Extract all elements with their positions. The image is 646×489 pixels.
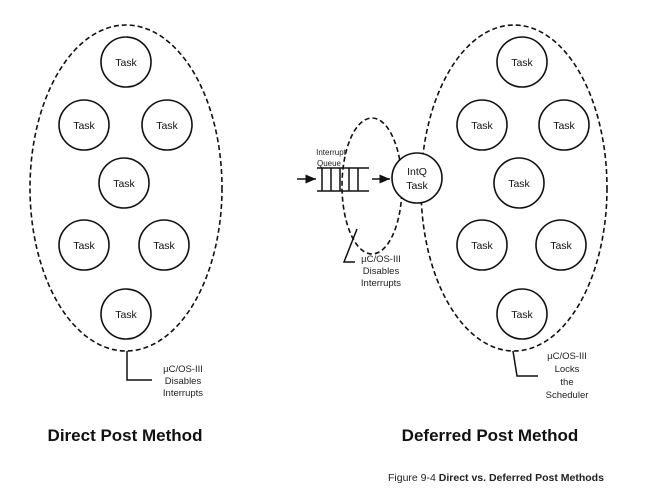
deferred-task-node: Task [496,36,548,88]
direct-task-label: Task [73,120,95,132]
deferred-interrupt-note-leader [342,228,358,263]
direct-method-title: Direct Post Method [48,426,203,445]
scheduler-note-line-2: Locks [555,364,580,375]
scheduler-note-line-3: the [560,377,573,388]
direct-task-label: Task [115,309,137,321]
figure-caption-prefix: Figure 9-4 [388,472,436,484]
deferred-task-label: Task [550,240,572,252]
intq-task-label-1: IntQ [407,166,427,178]
deferred-task-node: Task [535,219,587,271]
intq-task-label-2: Task [406,180,428,192]
direct-task-node: Task [100,288,152,340]
direct-note-line-3: Interrupts [163,388,203,399]
intq-task-node: IntQ Task [391,152,443,204]
interrupt-queue: Interrupt Queue [297,148,390,192]
deferred-task-label: Task [511,309,533,321]
deferred-task-circle [496,288,548,340]
deferred-task-label: Task [471,240,493,252]
deferred-interrupt-note-line-2: Disables [363,266,400,277]
direct-note-leader [126,351,152,381]
queue-label-line-2: Queue [317,159,342,168]
direct-note-line-2: Disables [165,376,202,387]
figure-caption: Figure 9-4 Direct vs. Deferred Post Meth… [388,472,604,484]
direct-note-line-1: µC/OS-III [163,364,203,375]
scheduler-note-line-1: µC/OS-III [547,351,587,362]
deferred-method-title: Deferred Post Method [402,426,579,445]
direct-task-node: Task [100,36,152,88]
deferred-task-label: Task [511,57,533,69]
deferred-task-circle [535,219,587,271]
direct-task-circle [100,288,152,340]
direct-task-label: Task [113,178,135,190]
deferred-task-node: Task [493,157,545,209]
direct-task-circle [58,99,110,151]
direct-interrupt-boundary [29,24,223,352]
direct-task-node: Task [138,219,190,271]
direct-task-label: Task [156,120,178,132]
direct-task-label: Task [73,240,95,252]
scheduler-note-line-4: Scheduler [546,390,589,401]
deferred-task-circle [538,99,590,151]
direct-task-node: Task [98,157,150,209]
deferred-interrupt-note-line-1: µC/OS-III [361,254,401,265]
deferred-task-node: Task [538,99,590,151]
deferred-task-label: Task [508,178,530,190]
deferred-task-node: Task [496,288,548,340]
deferred-task-label: Task [553,120,575,132]
deferred-task-circle [456,99,508,151]
direct-task-circle [141,99,193,151]
deferred-task-node: Task [456,219,508,271]
figure-caption-title: Direct vs. Deferred Post Methods [439,472,604,484]
direct-task-circle [100,36,152,88]
direct-task-circle [58,219,110,271]
direct-task-node: Task [58,219,110,271]
deferred-task-node: Task [456,99,508,151]
direct-task-label: Task [153,240,175,252]
direct-task-node: Task [58,99,110,151]
deferred-task-circle [456,219,508,271]
deferred-task-circle [493,157,545,209]
direct-task-circle [98,157,150,209]
deferred-task-label: Task [471,120,493,132]
deferred-task-circle [496,36,548,88]
direct-task-circle [138,219,190,271]
deferred-interrupt-note-line-3: Interrupts [361,278,401,289]
direct-task-node: Task [141,99,193,151]
queue-label-line-1: Interrupt [316,148,347,157]
direct-task-label: Task [115,57,137,69]
scheduler-note-leader [512,350,538,377]
intq-task-circle [391,152,443,204]
